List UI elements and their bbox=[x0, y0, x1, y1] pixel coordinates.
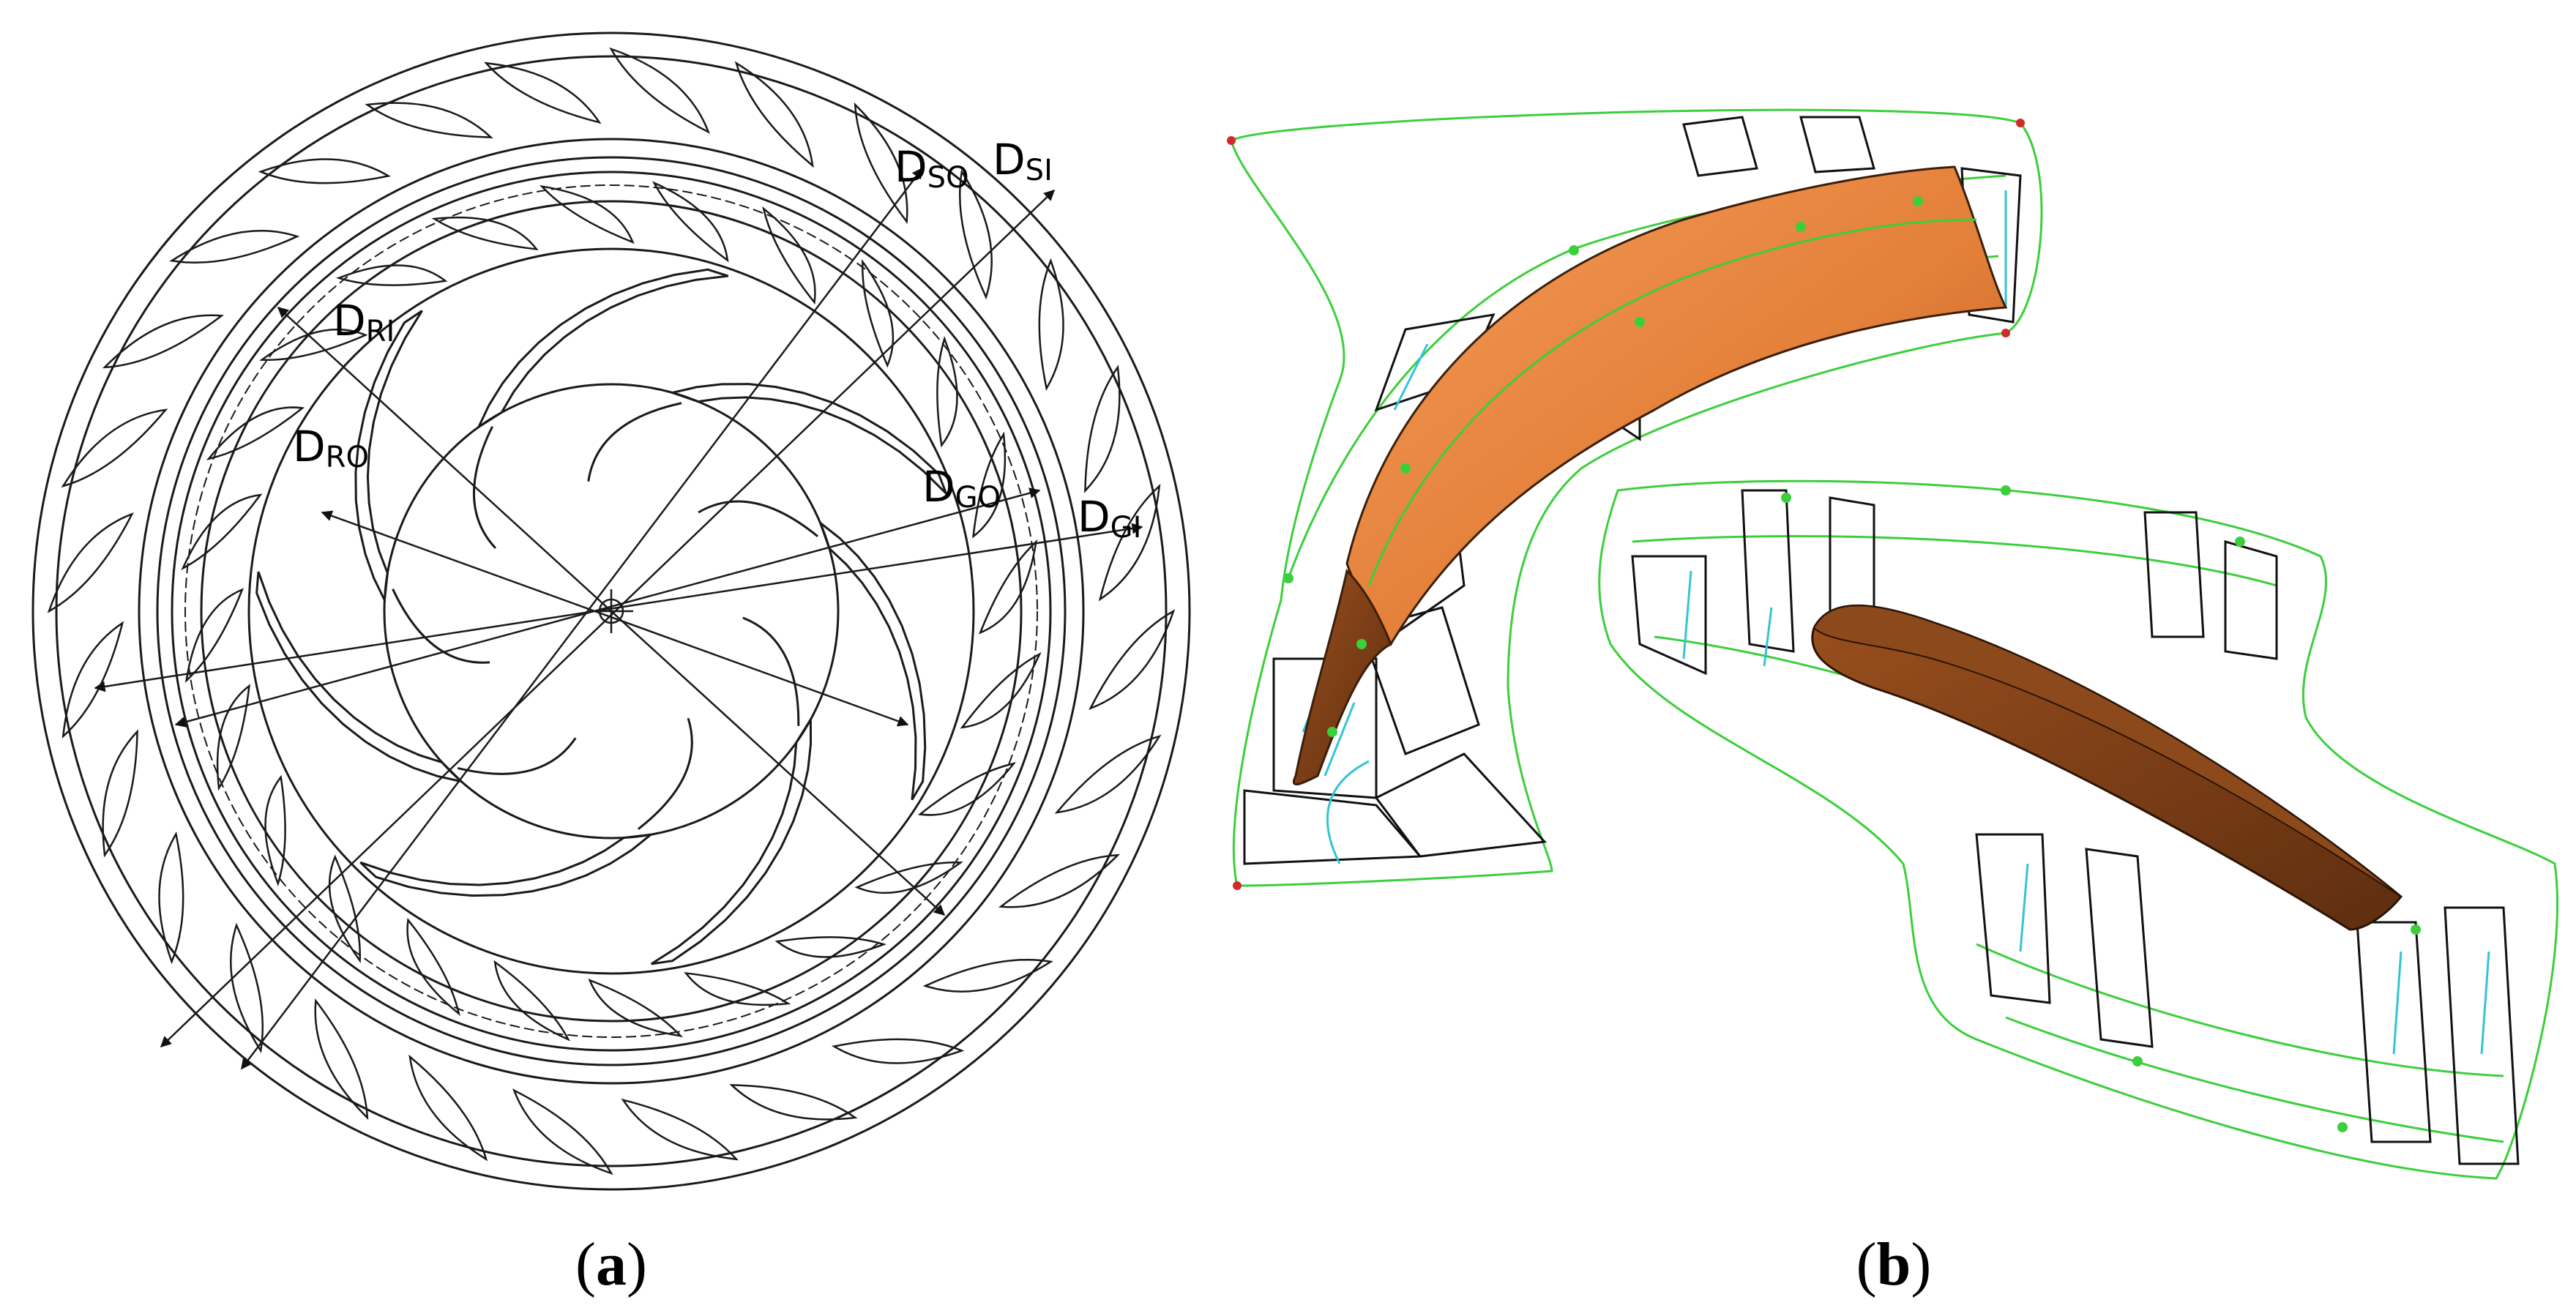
guide-vane bbox=[206, 406, 305, 460]
guide-mesh-cyan-edges bbox=[1682, 570, 2490, 1055]
stator-vane bbox=[609, 47, 711, 134]
stator-vane bbox=[1089, 609, 1176, 711]
stator-vane bbox=[484, 61, 602, 124]
stator-vane bbox=[47, 512, 134, 613]
stator-vane bbox=[314, 998, 369, 1121]
guide-vane-top-face bbox=[1812, 605, 2402, 897]
ring-0 bbox=[31, 31, 1191, 1191]
stator-vane bbox=[1054, 734, 1162, 814]
ring-1 bbox=[55, 55, 1168, 1167]
splitter-blade bbox=[742, 616, 800, 726]
rotor-mesh-corner-points bbox=[1227, 119, 2025, 890]
stator-vane bbox=[61, 408, 168, 488]
splitter-blade bbox=[637, 717, 693, 830]
splitter-blade bbox=[457, 737, 577, 775]
rotor-blade-surface bbox=[1345, 165, 2008, 646]
guide-vane bbox=[774, 936, 886, 958]
guide-vane bbox=[181, 493, 263, 571]
guide-vane-mesh bbox=[1598, 479, 2558, 1180]
guide-vane bbox=[588, 978, 684, 1038]
stator-vane bbox=[61, 621, 124, 739]
splitter-blade bbox=[473, 426, 497, 549]
splitter-blade bbox=[392, 588, 490, 664]
rotor-blade-camber-line bbox=[1367, 218, 1977, 586]
guide-vane bbox=[652, 181, 729, 263]
guide-vane bbox=[493, 960, 571, 1042]
hub-center-mark bbox=[589, 589, 633, 633]
stator-vane bbox=[102, 729, 138, 858]
guide-vane bbox=[406, 917, 460, 1017]
rotor-blade bbox=[818, 519, 927, 801]
guide-vane bbox=[539, 184, 635, 244]
rotor-blade-mesh bbox=[1227, 108, 2043, 890]
stator-vane bbox=[408, 1054, 488, 1162]
stator-vane bbox=[1038, 258, 1064, 391]
stator-vane bbox=[922, 958, 1053, 993]
stator-vane bbox=[832, 1038, 965, 1064]
guide-vane bbox=[936, 336, 958, 448]
stator-vane bbox=[998, 853, 1121, 908]
rotor-blade bbox=[476, 268, 729, 430]
dim-label-dro: DRO bbox=[293, 422, 369, 474]
guide-mesh-boundary bbox=[1598, 479, 2558, 1180]
stator-vane bbox=[230, 922, 264, 1053]
guide-vane-airfoil bbox=[1811, 604, 2403, 931]
dim-label-dsi: DSI bbox=[993, 135, 1053, 187]
dimension-line-4 bbox=[94, 523, 1143, 692]
dim-label-dri: DRI bbox=[333, 296, 395, 348]
stator-vane bbox=[734, 61, 814, 168]
guide-vane bbox=[264, 774, 286, 886]
stator-vane bbox=[258, 158, 391, 184]
guide-vane bbox=[762, 206, 816, 305]
stator-vane bbox=[158, 831, 184, 965]
guide-vane bbox=[978, 539, 1038, 635]
guide-vane bbox=[917, 762, 1017, 816]
stator-vane bbox=[169, 230, 300, 264]
rotor-blade-root-shadow bbox=[1292, 569, 1392, 786]
guide-vane bbox=[336, 264, 448, 286]
splitter-blade bbox=[587, 402, 682, 482]
guide-mesh-vertices bbox=[1781, 485, 2421, 1132]
panel-a-cross-section: DSO DSI DRI DRO DGO DGI bbox=[31, 31, 1191, 1191]
panel-label-b: (b) bbox=[1856, 1230, 1932, 1298]
rotor-blade bbox=[359, 833, 655, 897]
stator-vane bbox=[102, 314, 225, 369]
stator-vane bbox=[1084, 365, 1121, 493]
guide-vane bbox=[960, 651, 1042, 729]
panel-b-blade-meshes bbox=[1227, 108, 2558, 1180]
dim-label-dgo: DGO bbox=[922, 462, 1001, 515]
stator-vane bbox=[365, 102, 493, 138]
guide-vane bbox=[854, 861, 963, 894]
panel-label-a: (a) bbox=[575, 1230, 647, 1298]
stator-vane bbox=[621, 1098, 739, 1161]
dim-label-dso: DSO bbox=[895, 142, 969, 195]
stator-vane bbox=[512, 1088, 613, 1176]
splitter-blade bbox=[698, 500, 819, 537]
rotor-mesh-vertices bbox=[1283, 196, 1923, 737]
guide-mesh-cells bbox=[1631, 489, 2520, 1165]
dimension-line-2 bbox=[160, 189, 1056, 1048]
dim-label-dgi: DGI bbox=[1078, 492, 1141, 545]
stator-vane bbox=[729, 1084, 858, 1121]
dimension-line-5 bbox=[321, 510, 909, 727]
guide-mesh-guide-curve bbox=[1632, 535, 2504, 1143]
